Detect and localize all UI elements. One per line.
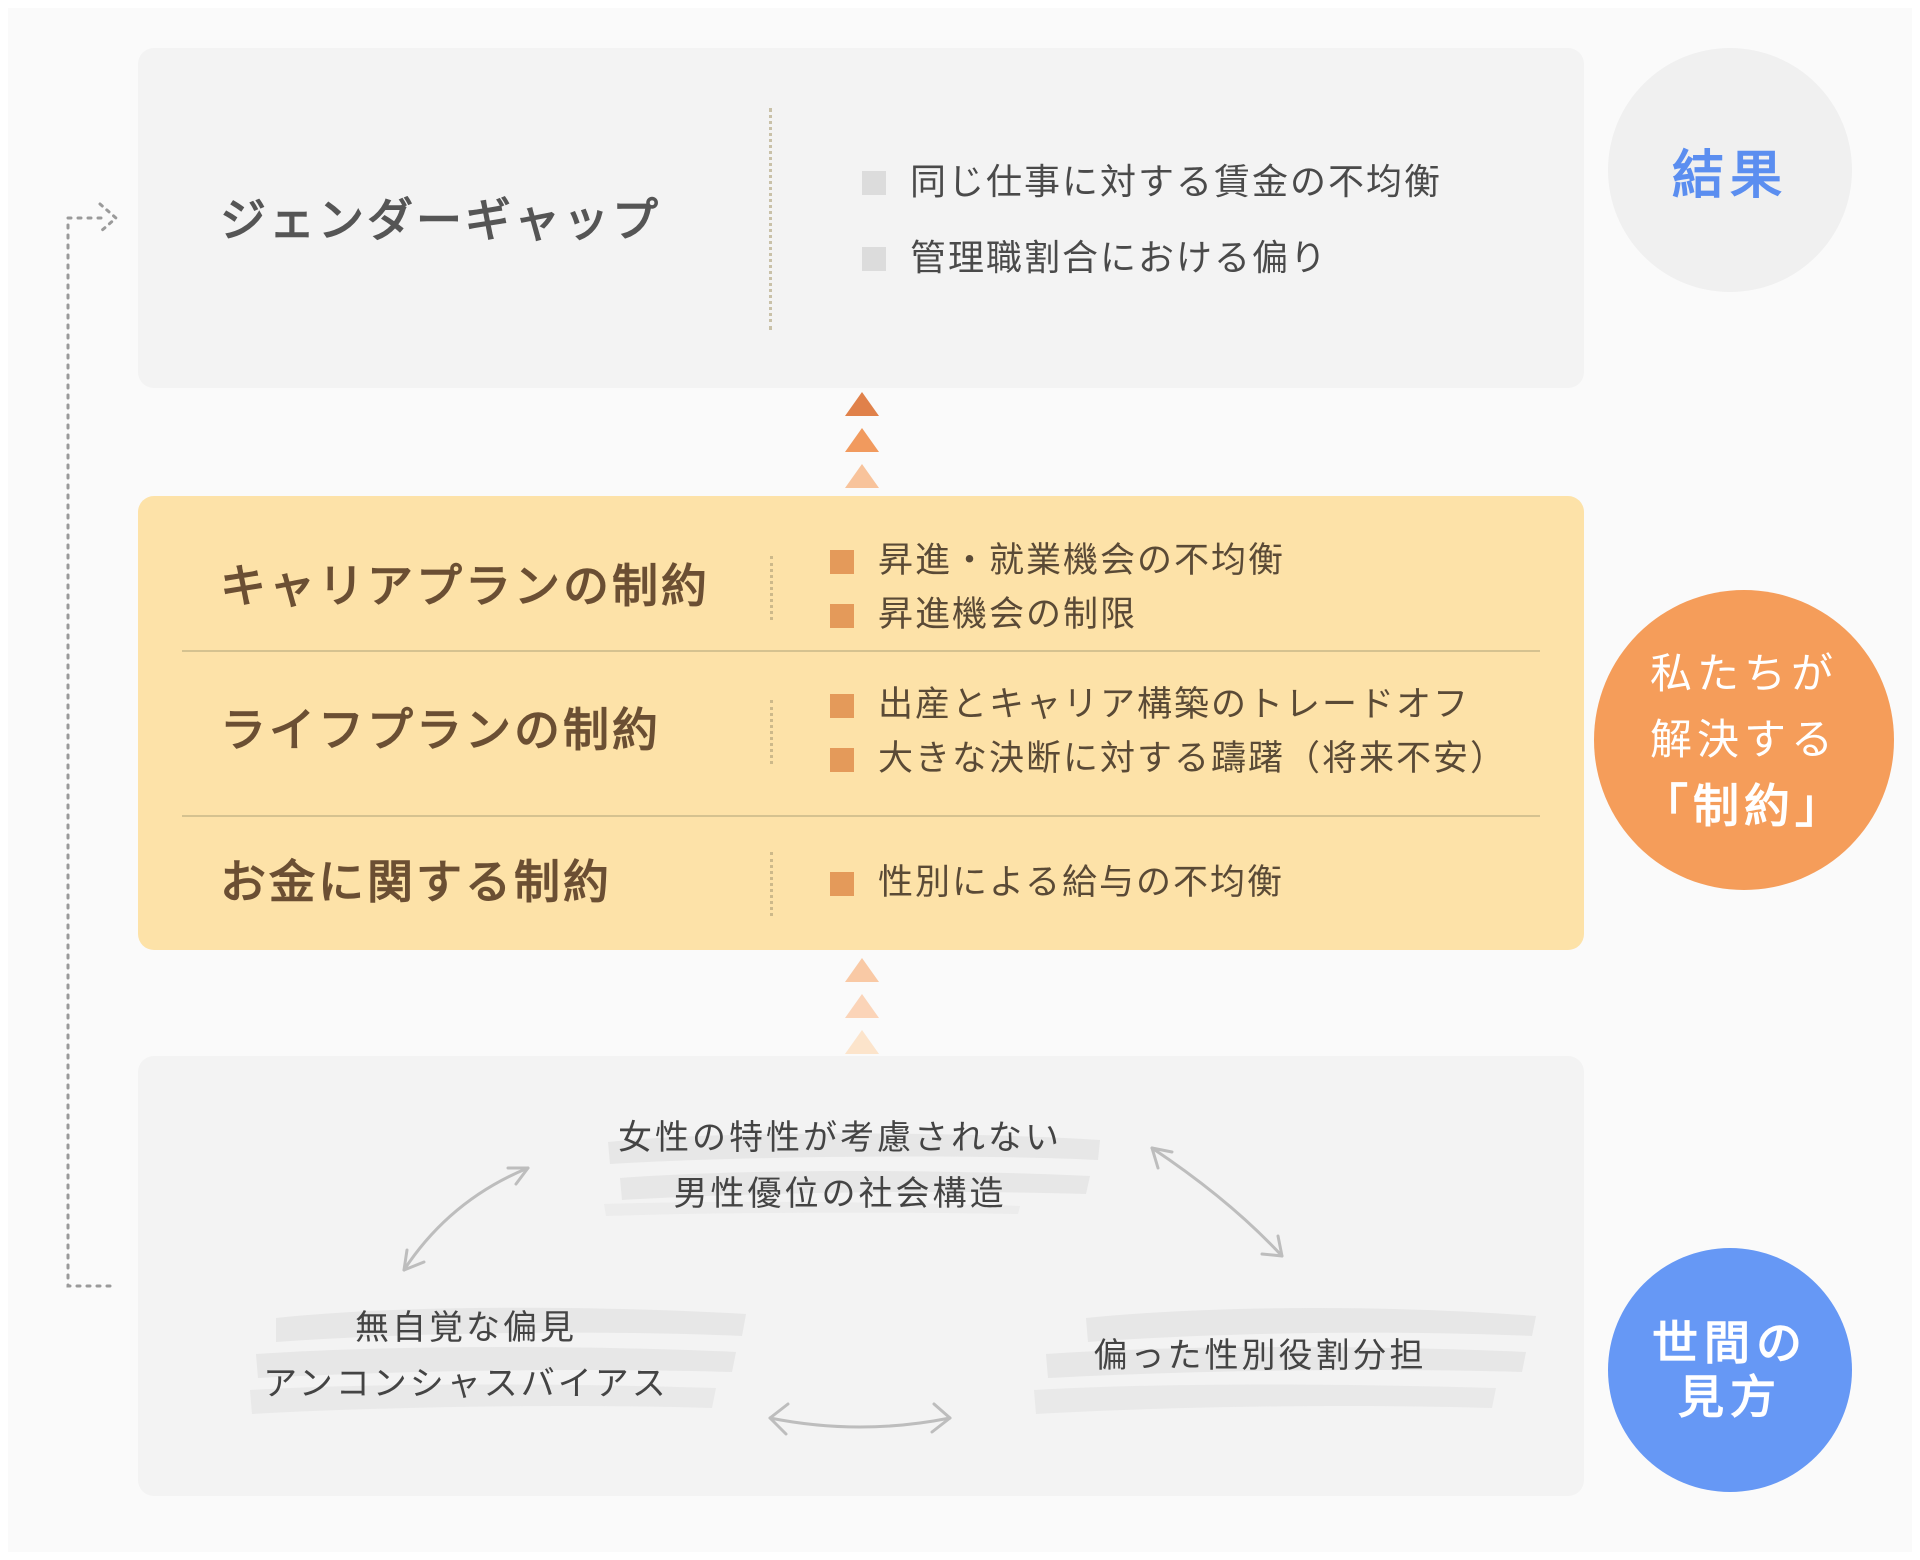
perception-badge-line: 見方 [1678,1370,1782,1424]
result-panel [138,48,1584,388]
constraint-badge-line: 「制約」 [1642,779,1846,833]
up-triangle-icon [845,392,879,416]
constraint-badge-line: 解決する [1649,715,1838,764]
perception-badge: 世間の 見方 [1608,1248,1852,1492]
constraint-row-divider [770,700,773,764]
up-triangle-icon [845,428,879,452]
constraint-item: 昇進機会の制限 [830,590,1285,640]
result-item-list: 同じ仕事に対する賃金の不均衡 管理職割合における偏り [862,155,1442,307]
perception-node-left: 無自覚な偏見 アンコンシャスバイアス [226,1300,706,1412]
constraints-panel [138,496,1584,950]
result-badge: 結果 [1608,48,1852,292]
perception-badge-line: 世間の [1652,1316,1808,1370]
result-item: 管理職割合における偏り [862,231,1442,287]
result-divider [769,108,772,330]
perception-node-top-line2: 男性優位の社会構造 [673,1174,1007,1214]
constraint-row-divider [770,852,773,916]
constraint-item: 昇進・就業機会の不均衡 [830,536,1285,586]
constraint-row-title: ライフプランの制約 [220,703,661,757]
row-separator [182,650,1540,652]
perception-node-right-line1: 偏った性別役割分担 [1093,1336,1427,1376]
perception-node-left-line2: アンコンシャスバイアス [263,1364,669,1404]
brush-stroke-top [604,1133,1100,1216]
result-badge-label: 結果 [1671,145,1788,206]
perception-node-right: 偏った性別役割分担 [1030,1328,1490,1384]
constraint-row-title: キャリアプランの制約 [220,559,710,613]
up-triangle-icon [845,994,879,1018]
constraint-item-list: 出産とキャリア構築のトレードオフ 大きな決断に対する躊躇（将来不安） [830,680,1507,788]
perception-node-left-line1: 無自覚な偏見 [355,1308,577,1348]
brush-stroke-left [250,1307,746,1414]
perception-node-top: 女性の特性が考慮されない 男性優位の社会構造 [560,1110,1120,1222]
constraint-row-divider [770,556,773,620]
constraint-item-list: 昇進・就業機会の不均衡 昇進機会の制限 [830,536,1285,644]
up-triangle-icon [845,464,879,488]
constraint-item: 出産とキャリア構築のトレードオフ [830,680,1507,730]
result-title: ジェンダーギャップ [220,193,661,247]
constraint-badge-line: 私たちが [1649,649,1838,698]
perception-node-top-line1: 女性の特性が考慮されない [618,1118,1062,1158]
constraint-item-list: 性別による給与の不均衡 [830,858,1284,912]
constraint-badge: 私たちが 解決する 「制約」 [1594,590,1894,890]
up-triangle-icon [845,958,879,982]
brush-stroke-right [1034,1308,1536,1414]
row-separator [182,815,1540,817]
constraint-item: 性別による給与の不均衡 [830,858,1284,908]
up-triangle-icon [845,1030,879,1054]
constraint-row-title: お金に関する制約 [220,855,612,909]
constraint-item: 大きな決断に対する躊躇（将来不安） [830,734,1507,784]
result-item: 同じ仕事に対する賃金の不均衡 [862,155,1442,211]
